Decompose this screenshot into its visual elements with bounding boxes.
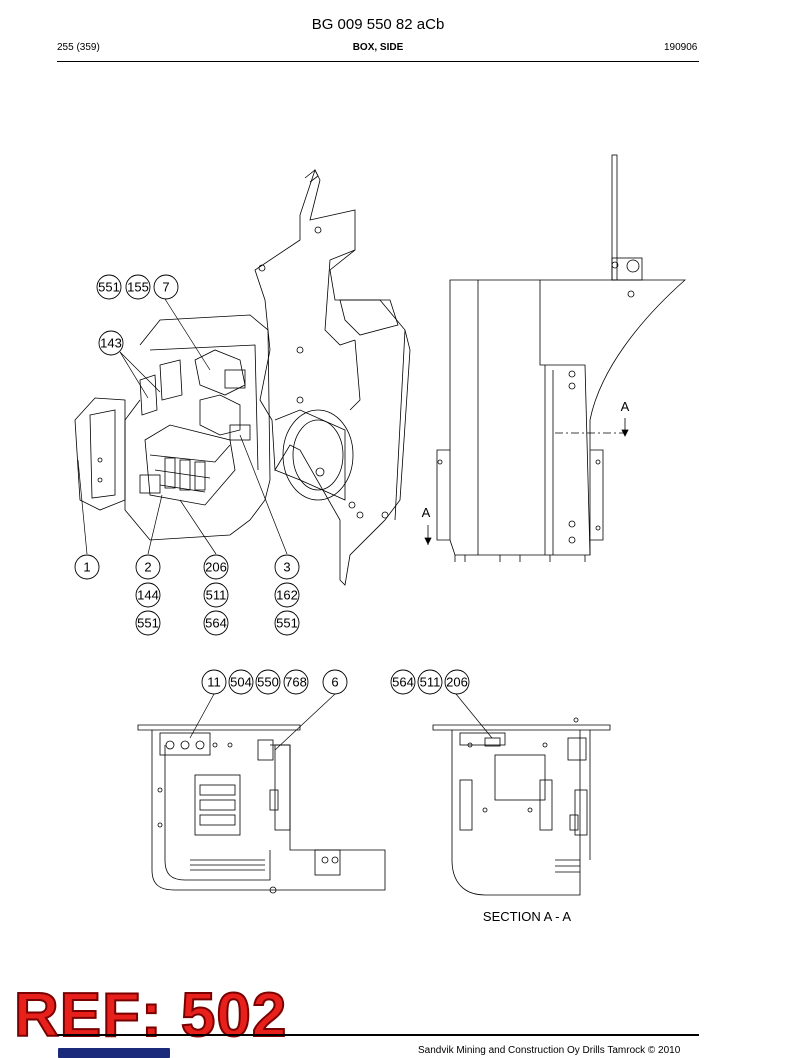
header-rule (57, 61, 699, 62)
svg-text:3: 3 (283, 560, 290, 575)
section-a-a-view (432, 717, 611, 896)
balloon-2: 2 (135, 554, 161, 580)
svg-text:1: 1 (83, 560, 90, 575)
bottom-left-view (137, 724, 386, 894)
balloon-551: 551 (96, 274, 122, 300)
balloon-6: 6 (322, 669, 348, 695)
balloon-504: 504 (228, 669, 254, 695)
balloon-564: 564 (390, 669, 416, 695)
reference-stamp: REF: 502 (13, 981, 288, 1050)
balloon-7: 7 (153, 274, 179, 300)
svg-text:551: 551 (276, 616, 298, 631)
side-view (424, 154, 687, 562)
balloon-11: 11 (201, 669, 227, 695)
section-marker-a: A (422, 505, 431, 520)
svg-text:7: 7 (162, 280, 169, 295)
balloon-206: 206 (203, 554, 229, 580)
svg-text:504: 504 (230, 675, 252, 690)
svg-text:768: 768 (285, 675, 307, 690)
svg-text:564: 564 (392, 675, 414, 690)
company-logo (58, 1048, 170, 1058)
balloon-155: 155 (125, 274, 151, 300)
balloon-1: 1 (74, 554, 100, 580)
balloon-551: 551 (135, 610, 161, 636)
balloon-550: 550 (255, 669, 281, 695)
svg-text:551: 551 (98, 280, 120, 295)
balloon-162: 162 (274, 582, 300, 608)
svg-text:6: 6 (331, 675, 338, 690)
svg-text:564: 564 (205, 616, 227, 631)
isometric-assembly-view (74, 168, 411, 586)
svg-text:551: 551 (137, 616, 159, 631)
svg-text:143: 143 (100, 336, 122, 351)
copyright-notice: Sandvik Mining and Construction Oy Drill… (418, 1045, 681, 1056)
balloon-511: 511 (417, 669, 443, 695)
svg-text:155: 155 (127, 280, 149, 295)
svg-text:144: 144 (137, 588, 159, 603)
svg-text:206: 206 (205, 560, 227, 575)
svg-text:550: 550 (257, 675, 279, 690)
svg-text:11: 11 (207, 675, 221, 690)
balloon-768: 768 (283, 669, 309, 695)
balloon-206: 206 (444, 669, 470, 695)
leader-lines-isometric (77, 298, 288, 555)
footer-rule (57, 1034, 699, 1036)
balloon-143: 143 (98, 330, 124, 356)
balloon-551: 551 (274, 610, 300, 636)
balloon-564: 564 (203, 610, 229, 636)
svg-text:206: 206 (446, 675, 468, 690)
svg-text:511: 511 (420, 675, 441, 690)
svg-text:162: 162 (276, 588, 298, 603)
leader-lines-bottom-left (189, 693, 336, 751)
document-number: BG 009 550 82 aCb (311, 16, 445, 33)
balloon-144: 144 (135, 582, 161, 608)
leader-lines-section (455, 693, 493, 739)
page-number: 255 (359) (57, 42, 100, 53)
section-caption: SECTION A - A (483, 909, 571, 924)
svg-text:2: 2 (144, 560, 151, 575)
svg-text:511: 511 (206, 588, 227, 603)
balloon-3: 3 (274, 554, 300, 580)
section-marker-a: A (621, 399, 630, 414)
revision-date: 190906 (664, 42, 698, 53)
section-title: BOX, SIDE (352, 42, 404, 53)
balloon-511: 511 (203, 582, 229, 608)
